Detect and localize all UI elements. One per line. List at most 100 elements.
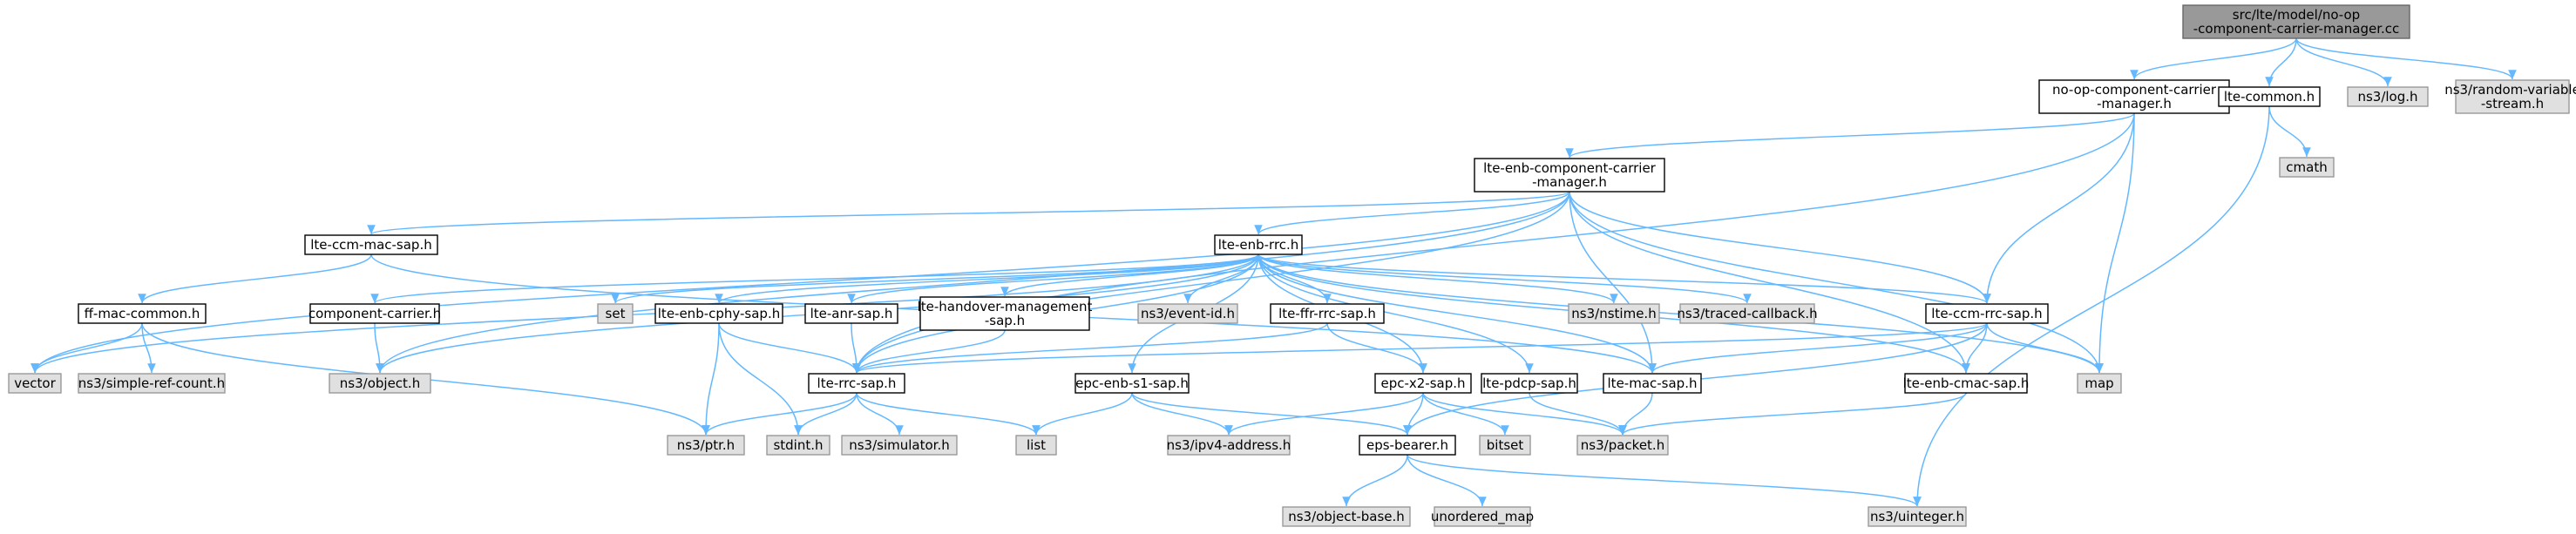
edge-enb-ccm-to-object (376, 191, 1570, 374)
edge-root-to-ns3-rvs (2295, 37, 2517, 80)
edge-eps-bearer-to-uinteger (1407, 454, 1922, 507)
edge-enb-ccm-to-map (1569, 191, 2104, 374)
node-label: eps-bearer.h (1366, 437, 1448, 453)
edge-enb-ccm-to-enb-cmac (1569, 191, 1970, 374)
node-box (804, 303, 898, 324)
node-bitset: bitset (1479, 435, 1531, 456)
node-label: vector (14, 375, 56, 391)
node-label: lte-mac-sap.h (1608, 375, 1698, 391)
edge-ffr-rrc-to-rrc-sap (852, 322, 1328, 374)
edge-enb-rrc-to-comp-carrier (370, 253, 1259, 304)
node-object-base: ns3/object-base.h (1282, 506, 1411, 527)
node-label: lte-ccm-rrc-sap.h (1931, 306, 2042, 321)
node-box (841, 435, 958, 456)
node-box (1282, 506, 1411, 527)
edge-enb-ccm-to-vector (31, 191, 1570, 374)
node-label: no-op-component-carrier (2052, 82, 2217, 98)
node-ns3-rvs: ns3/random-variable-stream.h (2444, 79, 2576, 114)
node-box (808, 373, 905, 394)
node-label: list (1027, 437, 1046, 453)
node-label: -sap.h (985, 313, 1025, 328)
node-box (1576, 435, 1669, 456)
node-label: ns3/simple-ref-count.h (78, 375, 225, 391)
node-box (1679, 303, 1815, 324)
node-label: ns3/packet.h (1581, 437, 1664, 453)
node-label: -manager.h (2097, 96, 2172, 112)
node-label: bitset (1487, 437, 1524, 453)
node-label: ns3/ipv4-address.h (1167, 437, 1291, 453)
edge-comp-carrier-to-object (374, 322, 384, 374)
node-epc-x2[interactable]: epc-x2-sap.h (1374, 373, 1472, 394)
node-ho-mgmt[interactable]: lte-handover-management-sap.h (918, 296, 1093, 331)
node-box (2455, 79, 2570, 114)
node-layer: src/lte/model/no-op-component-carrier-ma… (8, 4, 2576, 527)
node-box (1359, 435, 1456, 456)
node-mac-sap[interactable]: lte-mac-sap.h (1603, 373, 1702, 394)
node-label: src/lte/model/no-op (2233, 7, 2360, 23)
edge-noop-h-to-map (2095, 112, 2135, 374)
node-unordered-map: unordered_map (1431, 506, 1534, 527)
node-event-id: ns3/event-id.h (1137, 303, 1238, 324)
node-list: list (1015, 435, 1057, 456)
node-ipv4: ns3/ipv4-address.h (1167, 435, 1291, 456)
edge-ccm-rrc-to-enb-cmac (1962, 322, 1988, 374)
node-stdint: stdint.h (766, 435, 830, 456)
node-ccm-rrc[interactable]: lte-ccm-rrc-sap.h (1925, 303, 2049, 324)
node-root: src/lte/model/no-op-component-carrier-ma… (2182, 4, 2410, 39)
node-enb-cphy[interactable]: lte-enb-cphy-sap.h (654, 303, 783, 324)
edge-enb-cphy-to-stdint (718, 322, 803, 436)
node-label: -stream.h (2481, 96, 2544, 112)
node-ccm-mac[interactable]: lte-ccm-mac-sap.h (304, 234, 438, 255)
edge-lte-common-to-uinteger (1913, 105, 2270, 507)
node-label: lte-enb-cmac-sap.h (1903, 375, 2030, 391)
edge-ccm-mac-to-ff-mac (138, 253, 372, 304)
node-label: lte-rrc-sap.h (817, 375, 897, 391)
node-label: ns3/object.h (340, 375, 420, 391)
node-label: epc-x2-sap.h (1380, 375, 1465, 391)
edge-enb-rrc-to-set (611, 253, 1259, 304)
node-rrc-sap[interactable]: lte-rrc-sap.h (808, 373, 905, 394)
node-box (309, 303, 440, 324)
node-label: lte-enb-rrc.h (1218, 237, 1299, 253)
edge-epc-s1-to-list (1032, 392, 1133, 436)
node-ffr-rrc[interactable]: lte-ffr-rrc-sap.h (1270, 303, 1385, 324)
node-ff-mac[interactable]: ff-mac-common.h (78, 303, 207, 324)
node-lte-common[interactable]: lte-common.h (2218, 86, 2321, 107)
node-box (304, 234, 438, 255)
node-eps-bearer[interactable]: eps-bearer.h (1359, 435, 1456, 456)
node-box (1925, 303, 2049, 324)
node-box (78, 303, 207, 324)
node-label: -component-carrier-manager.cc (2193, 21, 2400, 37)
node-enb-rrc[interactable]: lte-enb-rrc.h (1214, 234, 1303, 255)
node-box (1474, 158, 1665, 193)
edge-ccm-rrc-to-map (1986, 322, 2104, 374)
edge-epc-x2-to-bitset (1422, 392, 1509, 436)
edge-enb-rrc-to-mac-sap (1257, 253, 1657, 374)
node-packet: ns3/packet.h (1576, 435, 1669, 456)
node-box (654, 303, 783, 324)
node-noop-h[interactable]: no-op-component-carrier-manager.h (2038, 79, 2230, 114)
edge-enb-cphy-to-rrc-sap (718, 322, 861, 374)
node-label: -manager.h (1532, 174, 1607, 190)
node-label: map (2085, 375, 2113, 391)
node-box (1270, 303, 1385, 324)
node-box (1137, 303, 1238, 324)
node-epc-s1[interactable]: epc-enb-s1-sap.h (1074, 373, 1190, 394)
edge-ff-mac-to-vector (31, 322, 143, 374)
node-box (1479, 435, 1531, 456)
node-label: epc-enb-s1-sap.h (1075, 375, 1189, 391)
node-box (919, 296, 1090, 331)
node-comp-carrier[interactable]: component-carrier.h (308, 303, 441, 324)
edge-rrc-sap-to-ptr (702, 392, 858, 436)
node-label: ns3/log.h (2357, 89, 2417, 105)
node-enb-cmac[interactable]: lte-enb-cmac-sap.h (1903, 373, 2030, 394)
node-anr[interactable]: lte-anr-sap.h (804, 303, 898, 324)
edge-rrc-sap-to-list (856, 392, 1041, 436)
node-label: ns3/nstime.h (1571, 306, 1656, 321)
node-label: lte-enb-component-carrier (1483, 160, 1657, 176)
node-pdcp[interactable]: lte-pdcp-sap.h (1481, 373, 1578, 394)
node-enb-ccm[interactable]: lte-enb-component-carrier-manager.h (1474, 158, 1665, 193)
node-box (1167, 435, 1291, 456)
node-box (2218, 86, 2321, 107)
node-label: lte-ccm-mac-sap.h (310, 237, 431, 253)
